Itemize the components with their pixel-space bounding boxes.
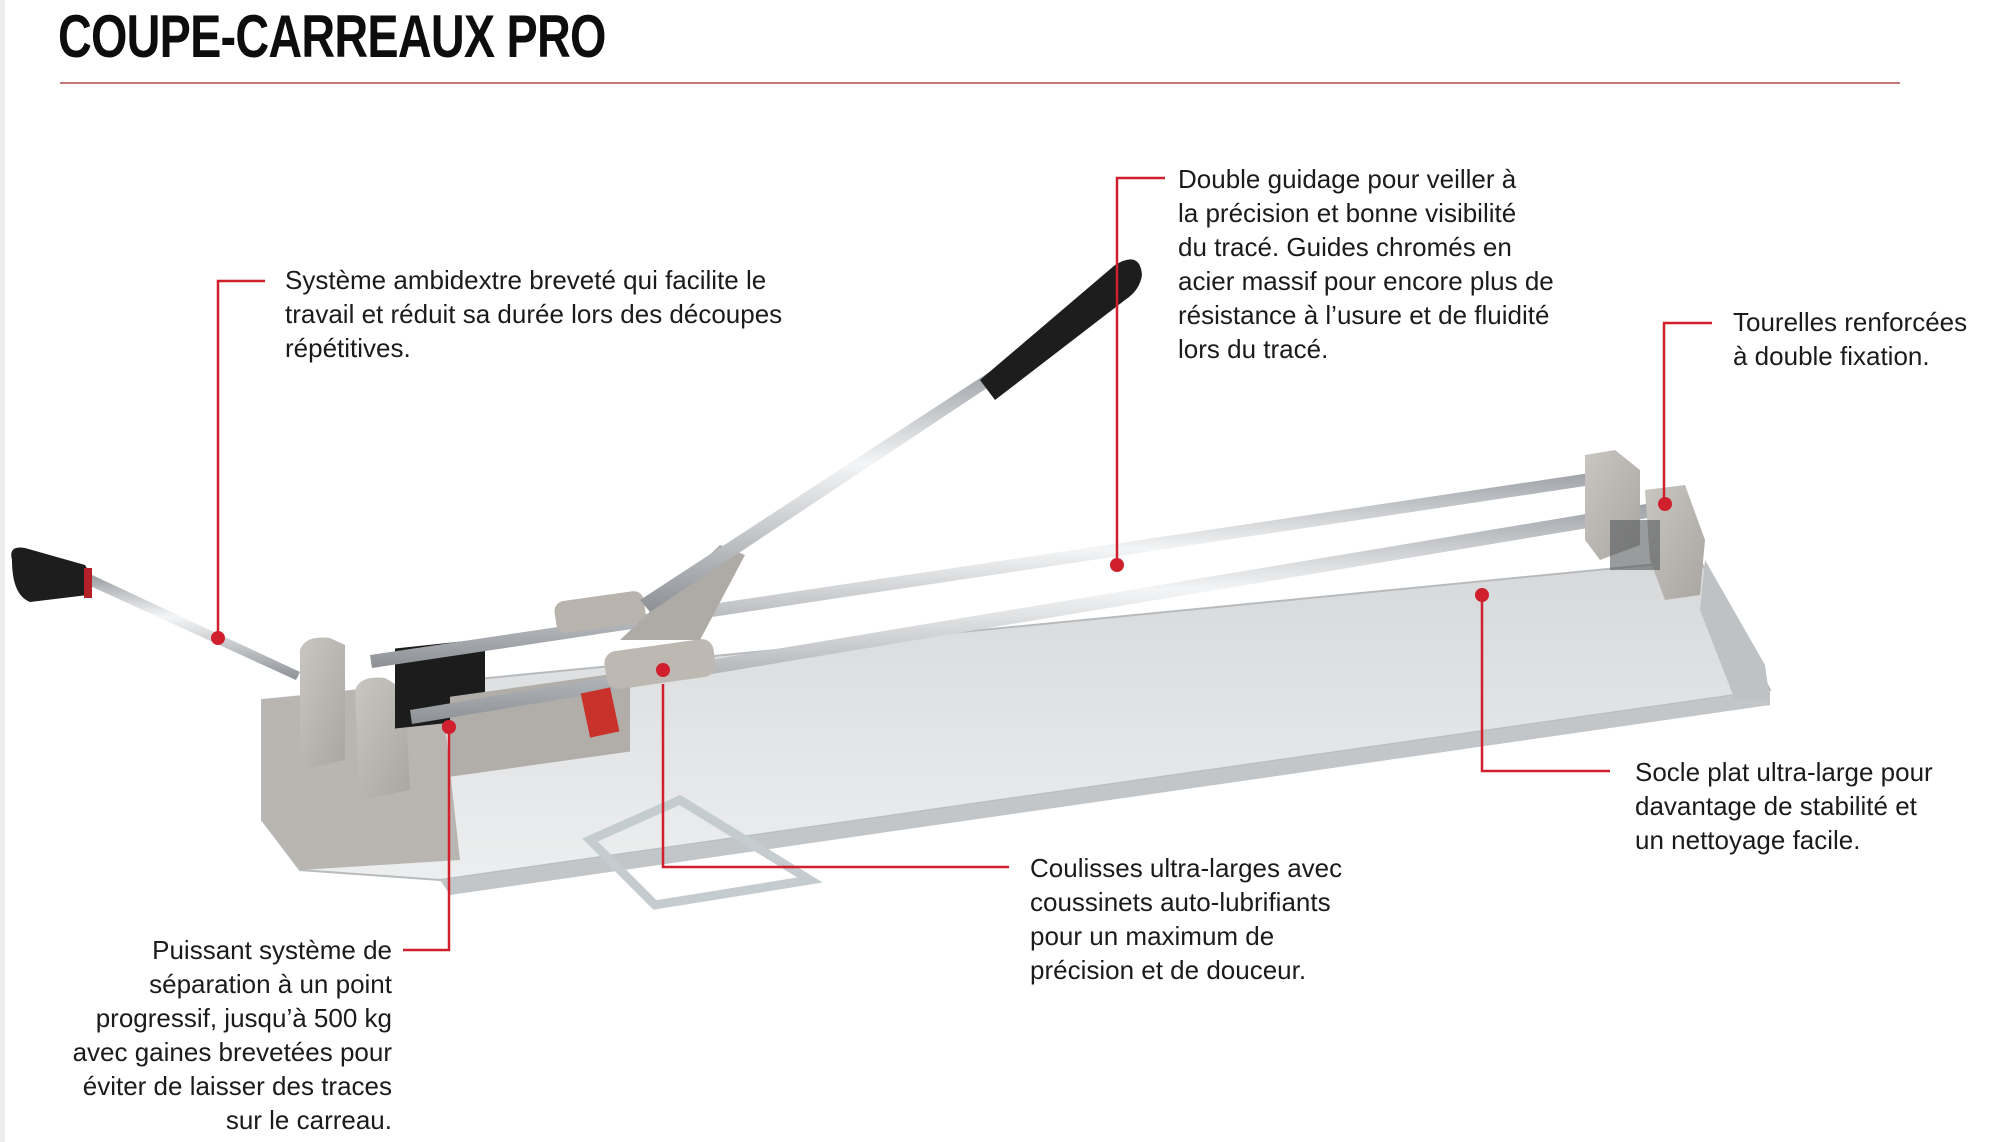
callout-line: précision et de douceur.	[1030, 955, 1307, 985]
base-tray	[261, 558, 1772, 895]
callout-line: lors du tracé.	[1178, 334, 1329, 364]
callout-line: résistance à l’usure et de fluidité	[1178, 300, 1550, 330]
callout-wide-slides: Coulisses ultra-larges avec coussinets a…	[1030, 851, 1342, 987]
callout-reinforced-towers: Tourelles renforcées à double fixation.	[1733, 305, 1967, 373]
callout-line: séparation à un point	[149, 969, 392, 999]
callout-line: progressif, jusqu’à 500 kg	[95, 1003, 392, 1033]
callout-line: du tracé. Guides chromés en	[1178, 232, 1512, 262]
callout-line: acier massif pour encore plus de	[1178, 266, 1554, 296]
callout-line: Tourelles renforcées	[1733, 307, 1968, 337]
callout-line: avec gaines brevetées pour	[72, 1037, 392, 1067]
callout-line: Socle plat ultra-large pour	[1635, 757, 1933, 787]
main-lever	[640, 259, 1142, 612]
callout-line: pour un maximum de	[1030, 921, 1275, 951]
square-guide	[582, 794, 823, 910]
callout-line: la précision et bonne visibilité	[1178, 198, 1517, 228]
left-edge-strip	[0, 0, 5, 1142]
title-divider	[60, 82, 1900, 84]
callout-line: sur le carreau.	[225, 1105, 392, 1135]
callout-flat-base: Socle plat ultra-large pour davantage de…	[1635, 755, 1933, 857]
page-title: COUPE-CARREAUX PRO	[58, 3, 606, 70]
callout-line: Système ambidextre breveté qui facilite …	[285, 265, 767, 295]
callout-line: à double fixation.	[1733, 341, 1930, 371]
callout-line: Double guidage pour veiller à	[1178, 164, 1517, 194]
callout-separation-system: Puissant système de séparation à un poin…	[73, 933, 392, 1137]
callout-line: Coulisses ultra-larges avec	[1030, 853, 1343, 883]
side-handle	[11, 547, 300, 680]
right-towers	[1585, 450, 1705, 600]
leader-lines	[216, 176, 1712, 952]
callout-line: Puissant système de	[152, 935, 392, 965]
callout-line: un nettoyage facile.	[1635, 825, 1861, 855]
callout-line: coussinets auto-lubrifiants	[1030, 887, 1331, 917]
callout-line: davantage de stabilité et	[1635, 791, 1917, 821]
callout-double-guide: Double guidage pour veiller à la précisi…	[1178, 162, 1554, 366]
callout-line: travail et réduit sa durée lors des déco…	[285, 299, 783, 329]
callout-line: répétitives.	[285, 333, 411, 363]
callout-dots	[211, 497, 1672, 734]
callout-line: éviter de laisser des traces	[82, 1071, 392, 1101]
callout-ambidextrous-system: Système ambidextre breveté qui facilite …	[285, 263, 782, 365]
